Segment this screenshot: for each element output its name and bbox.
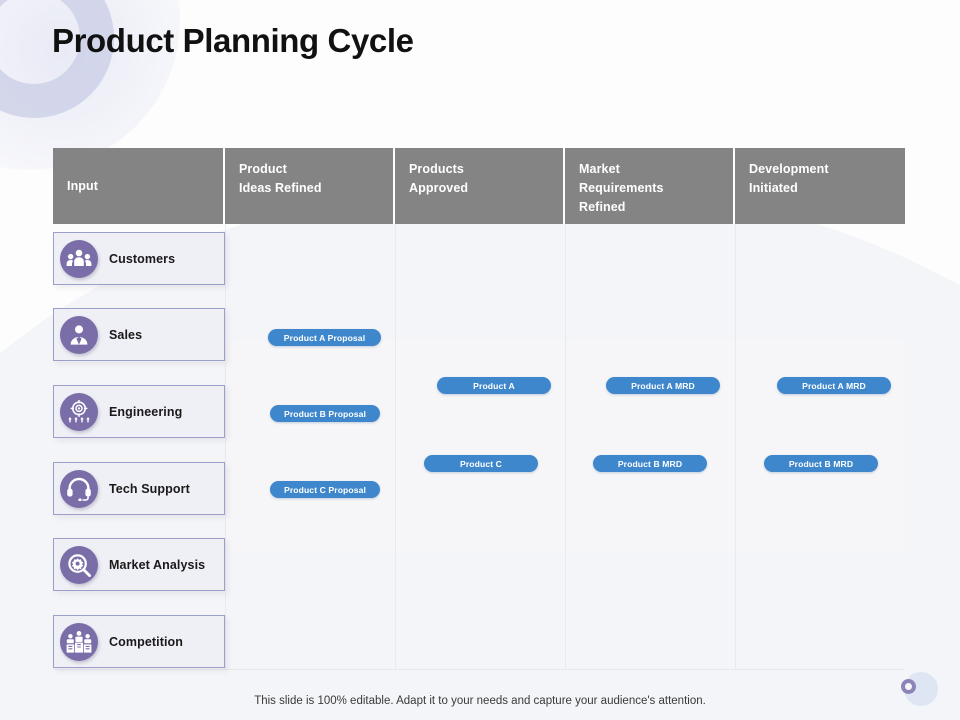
item-pill-product-c-proposal[interactable]: Product C Proposal <box>270 481 380 498</box>
decorative-ring-bottom-right <box>901 679 916 694</box>
item-pill-product-a-mrd-dev[interactable]: Product A MRD <box>777 377 891 394</box>
footer-note: This slide is 100% editable. Adapt it to… <box>254 695 706 707</box>
input-row-engineering[interactable]: Engineering <box>53 385 225 438</box>
grid-divider-2 <box>395 224 396 670</box>
salesperson-icon <box>60 315 98 354</box>
input-row-label: Customers <box>109 251 176 266</box>
gear-target-icon <box>60 392 98 431</box>
podium-people-icon <box>60 622 98 661</box>
item-pill-product-b-mrd-refined[interactable]: Product B MRD <box>593 455 707 472</box>
page-title: Product Planning Cycle <box>52 22 414 59</box>
input-row-label: Competition <box>109 634 184 649</box>
grid-divider-4 <box>735 224 736 670</box>
input-row-label: Market Analysis <box>109 557 206 572</box>
item-pill-product-b-mrd-dev[interactable]: Product B MRD <box>764 455 878 472</box>
input-row-customers[interactable]: Customers <box>53 232 225 285</box>
input-row-tech-support[interactable]: Tech Support <box>53 462 225 515</box>
column-header-label: Input <box>67 178 99 193</box>
item-pill-product-c-approved[interactable]: Product C <box>424 455 538 472</box>
grid-bottom-rule <box>53 669 905 670</box>
input-row-market-analysis[interactable]: Market Analysis <box>53 538 225 591</box>
gear-magnifier-icon <box>60 545 98 584</box>
input-row-sales[interactable]: Sales <box>53 308 225 361</box>
item-pill-product-a-mrd-refined[interactable]: Product A MRD <box>606 377 720 394</box>
people-group-icon <box>60 239 98 278</box>
item-pill-product-b-proposal[interactable]: Product B Proposal <box>270 405 380 422</box>
column-header-input[interactable]: Input <box>53 148 225 224</box>
headset-icon <box>60 469 98 508</box>
item-pill-product-a-proposal[interactable]: Product A Proposal <box>268 329 381 346</box>
input-row-competition[interactable]: Competition <box>53 615 225 668</box>
item-pill-product-a-approved[interactable]: Product A <box>437 377 551 394</box>
input-row-label: Tech Support <box>109 481 190 496</box>
grid-divider-1 <box>225 224 226 670</box>
input-row-label: Engineering <box>109 404 183 419</box>
input-row-label: Sales <box>109 327 143 342</box>
grid-divider-3 <box>565 224 566 670</box>
